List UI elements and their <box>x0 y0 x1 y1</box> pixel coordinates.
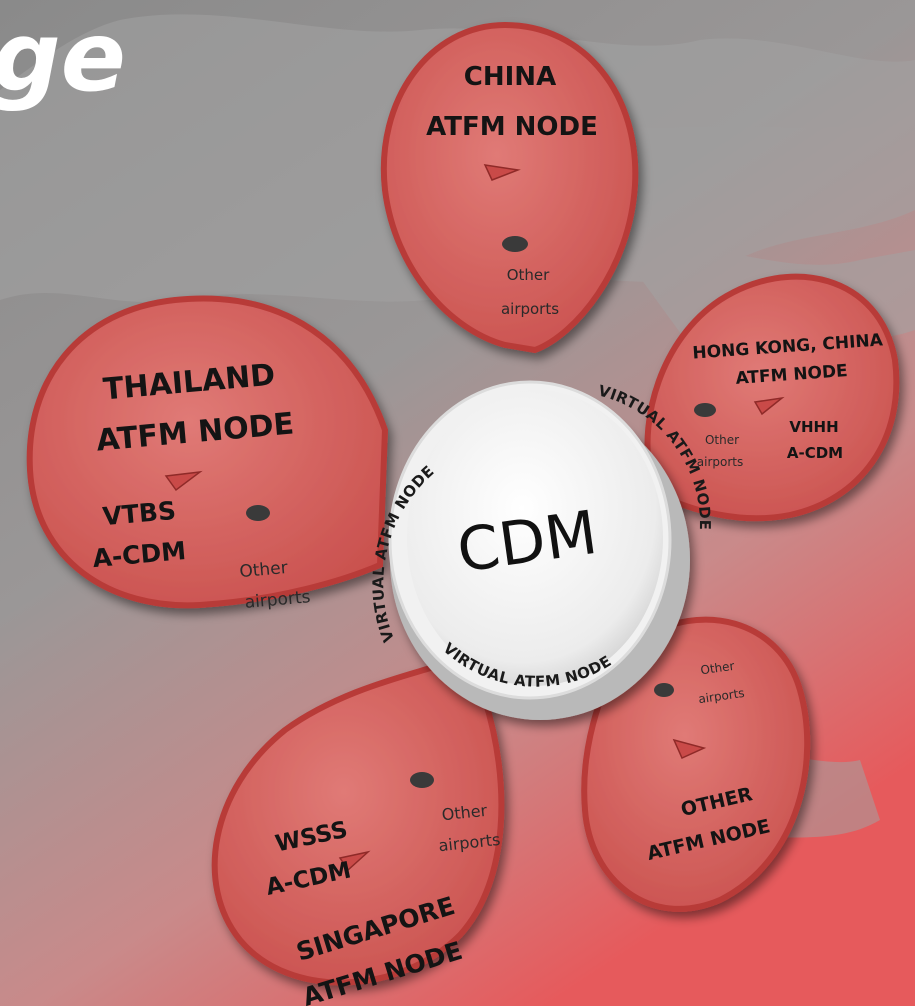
airport-dot-icon <box>246 505 270 521</box>
petal-hongkong <box>644 273 900 522</box>
china-other-line1: Other <box>507 266 550 284</box>
plane-icon <box>483 164 521 181</box>
hongkong-acdm-line1: VHHH <box>789 418 838 436</box>
airport-dot-icon <box>694 403 716 417</box>
thailand-other-line1: Other <box>239 558 289 582</box>
china-title-line2: ATFM NODE <box>426 112 598 142</box>
petal-china <box>380 21 639 354</box>
china-other-line2: airports <box>501 300 559 318</box>
hongkong-acdm-line2: A-CDM <box>787 444 843 462</box>
hongkong-other-line1: Other <box>705 433 739 447</box>
plane-icon <box>164 470 203 492</box>
header-title-fragment: ge <box>0 1 126 113</box>
hongkong-other-line2: airports <box>697 455 743 469</box>
singapore-other-line1: Other <box>441 801 489 825</box>
other-other-line2: airports <box>697 686 745 706</box>
cdm-hub: VIRTUAL ATFM NODE VIRTUAL ATFM NODE VIRT… <box>369 380 714 720</box>
airport-dot-icon <box>654 683 674 697</box>
airport-dot-icon <box>502 236 528 252</box>
other-other-line1: Other <box>700 659 736 678</box>
petal-other <box>581 616 811 912</box>
petal-singapore <box>211 661 505 986</box>
thailand-acdm-line1: VTBS <box>101 496 177 531</box>
plane-icon <box>338 850 371 872</box>
petal-thailand <box>26 295 389 609</box>
plane-icon <box>672 738 707 759</box>
china-title-line1: CHINA <box>464 62 556 92</box>
plane-icon <box>753 396 785 416</box>
airport-dot-icon <box>410 772 434 788</box>
china-node: CHINA ATFM NODE Other airports <box>426 62 598 318</box>
